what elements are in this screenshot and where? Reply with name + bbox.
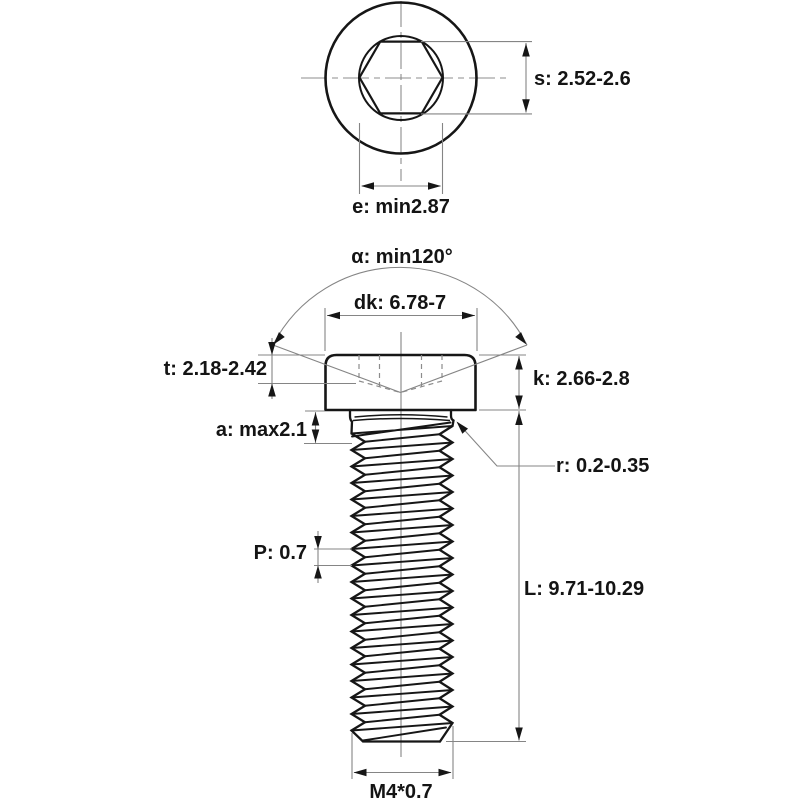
dim-m: M4*0.7 (351, 726, 454, 800)
dim-m-label: M4*0.7 (369, 781, 432, 800)
thread-right-edge (437, 419, 455, 743)
dim-dk-lines (324, 308, 478, 351)
head-outer-circle (324, 1, 478, 155)
thread-runout-arc (352, 417, 451, 422)
thread-helix-lines (350, 421, 454, 742)
dim-dk-label: dk: 6.78-7 (354, 292, 446, 314)
dim-e: e: min2.87 (352, 123, 450, 218)
arrowhead (438, 768, 452, 777)
arrowhead (522, 99, 530, 113)
dim-l: L: 9.71-10.29 (446, 411, 644, 743)
leader-line (457, 422, 555, 467)
arrowhead (311, 412, 320, 426)
arrowhead (268, 342, 276, 355)
angle-flank-lines (272, 344, 528, 394)
neck-left-edge (348, 408, 354, 423)
dim-alpha: α: min120° (270, 246, 530, 394)
hidden-socket-lines (358, 355, 443, 394)
neck (348, 408, 455, 423)
dim-k: k: 2.66-2.8 (479, 354, 630, 411)
dim-t-label: t: 2.18-2.42 (164, 358, 267, 380)
dim-r-label: r: 0.2-0.35 (556, 455, 649, 477)
dim-s-label: s: 2.52-2.6 (534, 68, 631, 90)
arrowhead (515, 395, 523, 409)
arrowhead (314, 565, 322, 579)
arrowhead (515, 356, 523, 370)
dim-dk: dk: 6.78-7 (324, 292, 478, 351)
dim-e-label: e: min2.87 (352, 196, 450, 218)
neck-right-edge (449, 408, 455, 422)
arrowhead (311, 429, 320, 443)
arrowhead (515, 412, 523, 425)
angle-arc (272, 266, 528, 346)
dim-a-label: a: max2.1 (216, 419, 307, 441)
arrowhead (522, 43, 530, 57)
dim-p: P: 0.7 (254, 531, 352, 583)
arrowhead (327, 311, 340, 320)
dim-l-lines (446, 411, 526, 743)
arrowhead (268, 383, 276, 397)
dim-e-lines (358, 123, 444, 194)
dim-alpha-label: α: min120° (351, 246, 452, 268)
dim-m-lines (351, 726, 454, 779)
dim-k-label: k: 2.66-2.8 (533, 368, 630, 390)
dim-l-label: L: 9.71-10.29 (524, 578, 644, 600)
arrowhead (353, 768, 367, 777)
arrowhead (515, 727, 523, 741)
arrowhead (428, 182, 441, 190)
arrowhead (314, 536, 322, 549)
thread-left-edge (349, 420, 442, 743)
screw-head-outline (324, 353, 477, 412)
dim-a: a: max2.1 (216, 410, 352, 445)
front-view: dk: 6.78-7 α: min120° t: 2.18-2.42 k: 2.… (164, 246, 650, 800)
dim-a-lines (304, 410, 352, 445)
arrowhead (462, 311, 475, 320)
dim-t: t: 2.18-2.42 (164, 338, 356, 399)
top-view: s: 2.52-2.6 e: min2.87 (301, 1, 631, 218)
dim-r: r: 0.2-0.35 (453, 418, 649, 477)
threaded-shank (349, 419, 455, 743)
thread-runout-arc (354, 414, 448, 418)
arrowhead (361, 182, 374, 190)
dim-p-label: P: 0.7 (254, 542, 307, 564)
dim-s: s: 2.52-2.6 (421, 41, 631, 115)
